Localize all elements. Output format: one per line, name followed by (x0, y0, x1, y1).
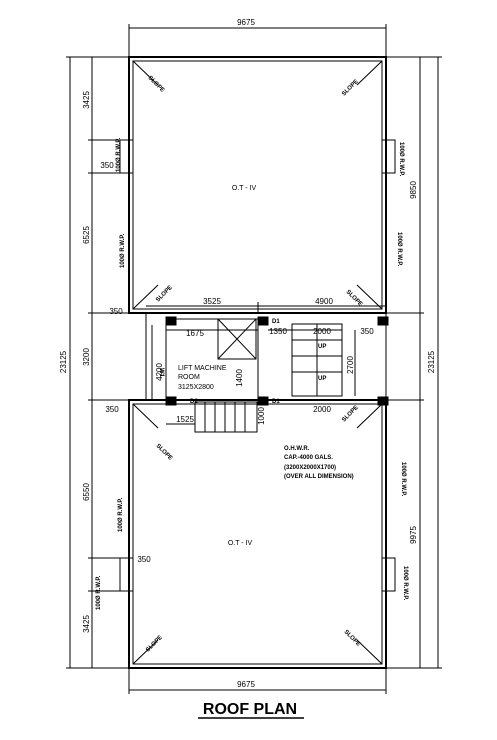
outer-wall-inner-bottom (132, 403, 383, 665)
lift-machine-room (165, 318, 259, 401)
dim-left-350-a: 350 (100, 161, 114, 170)
notch (119, 139, 134, 174)
outer-wall-top (128, 56, 387, 314)
dim-left-6525: 6525 (82, 226, 91, 244)
column (165, 396, 177, 406)
dim-lift-1675: 1675 (186, 329, 204, 338)
dim-left-350-b: 350 (109, 307, 123, 316)
column (257, 316, 269, 326)
dim-mid-4900: 4900 (315, 297, 333, 306)
rwp-label: 100Ø R.W.P. (116, 137, 122, 172)
slope-label: SLOPE (155, 443, 174, 462)
dim-top-width: 9675 (237, 18, 255, 27)
dim-stair-2000-top: 2000 (313, 327, 331, 336)
outer-wall-inner-top (132, 60, 383, 310)
dim-right-9850: 9850 (409, 181, 418, 199)
dim-left-bottom: 3425 (82, 615, 91, 633)
room-label-ot-bottom: O.T - IV (228, 540, 253, 547)
lift-room-label-1: LIFT MACHINE (178, 365, 227, 372)
dim-stair-1350: 1350 (269, 327, 287, 336)
notch (119, 557, 134, 592)
stair-label-up-1: UP (318, 344, 326, 350)
slope-label: SLOPE (343, 629, 362, 648)
dim-left-350-c: 350 (105, 405, 119, 414)
dim-mid-3525: 3525 (203, 297, 221, 306)
window-label-w1: W1 (158, 368, 164, 378)
dim-left-top: 3425 (82, 91, 91, 109)
slope-label: SLOPE (145, 635, 164, 654)
dim-lift-1400: 1400 (235, 369, 244, 387)
dim-lift-1525: 1525 (176, 415, 194, 424)
lift-shaft (217, 318, 257, 360)
dim-lift-4200: 4200 (155, 363, 164, 381)
door-label-d2: D2 (190, 399, 198, 405)
lift-room-label-2: ROOM (178, 374, 200, 381)
dim-stair-350: 350 (360, 327, 374, 336)
slope-label: SLOPE (147, 75, 166, 94)
column (377, 396, 389, 406)
ohwr-note-3: (3200X2000X1700) (284, 465, 336, 471)
dim-bottom-width: 9675 (237, 680, 255, 689)
dim-left-overall: 23125 (59, 350, 68, 373)
outer-wall-bottom (128, 399, 387, 669)
dim-lift-1000: 1000 (257, 407, 266, 425)
stair-landing-lower (194, 401, 258, 433)
rwp-label: 100Ø R.W.P. (400, 462, 406, 497)
column (377, 316, 389, 326)
dim-stair-2000-bottom: 2000 (313, 405, 331, 414)
ohwr-note-1: O.H.W.R. (284, 446, 310, 452)
door-label-d1: D1 (272, 319, 280, 325)
plan-title: ROOF PLAN (203, 701, 297, 718)
rwp-label: 100Ø R.W.P. (96, 575, 102, 610)
ohwr-note-4: (OVER ALL DIMENSION) (284, 474, 354, 480)
dim-right-9975: 9975 (409, 526, 418, 544)
column (257, 396, 269, 406)
rwp-label: 100Ø R.W.P. (402, 566, 408, 601)
dim-right-overall: 23125 (427, 350, 436, 373)
rwp-label: 100Ø R.W.P. (398, 142, 404, 177)
slope-label: SLOPE (345, 289, 364, 308)
lift-room-label-3: 3125X2800 (178, 384, 214, 391)
rwp-label: 100Ø R.W.P. (120, 233, 126, 268)
slope-label: SLOPE (341, 79, 360, 98)
column (165, 316, 177, 326)
notch (381, 557, 396, 592)
ohwr-note-2: CAP.-4000 GALS. (284, 455, 333, 461)
dim-left-3200: 3200 (82, 348, 91, 366)
stair-label-up-2: UP (318, 376, 326, 382)
door-label-d1-b: D1 (272, 399, 280, 405)
rwp-label: 100Ø R.W.P. (118, 497, 124, 532)
room-label-ot-top: O.T - IV (232, 185, 257, 192)
rwp-label: 100Ø R.W.P. (396, 232, 402, 267)
slope-label: SLOPE (155, 285, 174, 304)
dim-left-350-d: 350 (137, 555, 151, 564)
dim-left-6550: 6550 (82, 483, 91, 501)
notch (381, 139, 396, 174)
slope-label: SLOPE (341, 405, 360, 424)
dim-stair-2700: 2700 (346, 356, 355, 374)
